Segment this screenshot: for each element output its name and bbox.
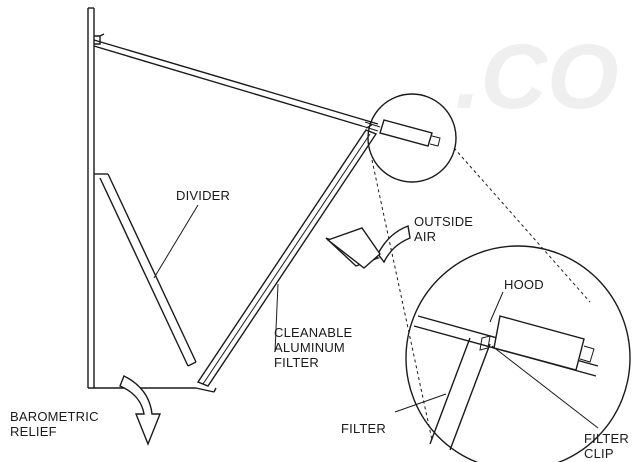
label-filter-clip-1: FILTER (584, 431, 629, 446)
aluminum-filter (196, 124, 378, 387)
back-panel (87, 7, 101, 388)
label-outside-air-1: OUTSIDE (414, 214, 473, 229)
detail-circle-small (367, 93, 457, 183)
barometric-relief-arrow (119, 375, 162, 446)
label-barometric-2: RELIEF (10, 424, 57, 439)
hood-top-panel (93, 33, 379, 127)
label-hood: HOOD (504, 277, 544, 292)
detail-circle-large (405, 245, 631, 462)
label-cleanable-1: CLEANABLE (274, 325, 353, 340)
outside-air-arrow-head (326, 227, 381, 269)
label-filter: FILTER (341, 421, 386, 436)
label-divider: DIVIDER (176, 188, 230, 203)
divider-panel (94, 173, 197, 367)
projection-lines (371, 147, 591, 441)
label-filter-clip-2: CLIP (584, 446, 614, 461)
label-cleanable-2: ALUMINUM (274, 340, 345, 355)
bottom-pan (88, 387, 217, 393)
label-barometric-1: BAROMETRIC (10, 409, 99, 424)
watermark: .CO (455, 26, 619, 128)
leader-lines (153, 204, 599, 429)
label-cleanable-3: FILTER (274, 355, 319, 370)
hood-small (361, 119, 441, 147)
label-outside-air-2: AIR (414, 229, 436, 244)
